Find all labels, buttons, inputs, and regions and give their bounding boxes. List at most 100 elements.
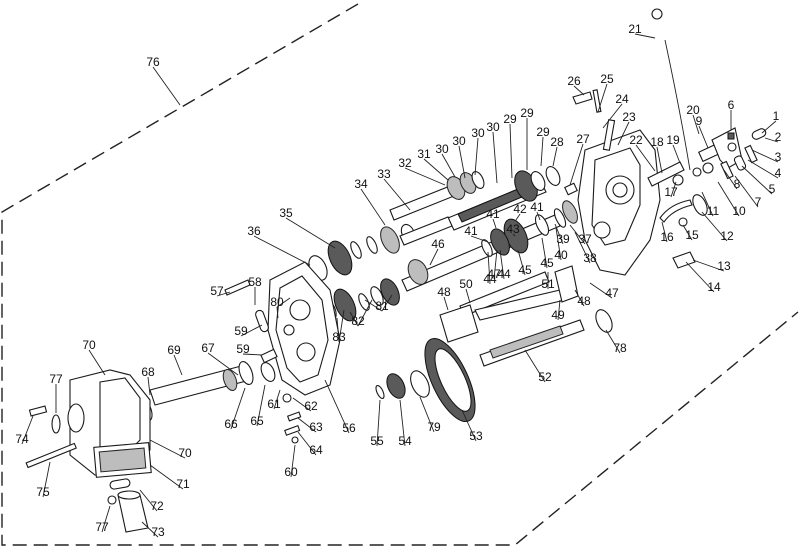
leader-line-76	[152, 66, 181, 106]
callout-41: 41	[486, 207, 500, 221]
callout-38: 38	[583, 251, 597, 265]
callout-23: 23	[622, 110, 636, 124]
leader-line-83	[336, 317, 340, 343]
leader-line-46	[429, 248, 439, 266]
callout-57: 57	[210, 284, 224, 298]
callout-34: 34	[354, 177, 368, 191]
leader-line-35	[285, 217, 336, 249]
leader-line-53	[461, 409, 477, 442]
leader-line-60	[290, 444, 296, 478]
leader-line-29	[540, 136, 544, 167]
callout-22: 22	[629, 133, 643, 147]
leader-line-66	[230, 387, 246, 430]
callout-64: 64	[309, 443, 323, 457]
leader-line-62	[292, 397, 312, 412]
leader-line-81	[364, 299, 383, 312]
callout-44: 44	[483, 272, 497, 286]
leader-line-78	[605, 329, 621, 354]
callout-51: 51	[541, 277, 555, 291]
callout-3: 3	[775, 150, 782, 164]
callout-50: 50	[459, 277, 473, 291]
leader-line-47	[589, 282, 613, 299]
callout-29: 29	[503, 112, 517, 126]
leader-line-extra-2	[381, 294, 393, 312]
callout-68: 68	[141, 365, 155, 379]
callout-53: 53	[469, 429, 483, 443]
leader-line-33	[383, 178, 411, 211]
callout-24: 24	[615, 92, 629, 106]
callout-74: 74	[15, 432, 29, 446]
right-side-small-parts	[564, 8, 767, 269]
leader-line-44	[499, 249, 505, 280]
callout-7: 7	[755, 195, 762, 209]
callout-10: 10	[732, 204, 746, 218]
leader-line-11	[701, 191, 714, 217]
leader-line-28	[552, 146, 558, 167]
leader-line-64	[297, 431, 317, 456]
callout-4: 4	[775, 166, 782, 180]
callout-70: 70	[178, 446, 192, 460]
callout-52: 52	[538, 370, 552, 384]
callout-47: 47	[605, 286, 619, 300]
leader-line-61	[273, 389, 281, 410]
leader-line-57	[216, 291, 231, 297]
callout-54: 54	[398, 434, 412, 448]
callout-41: 41	[530, 200, 544, 214]
leader-line-4	[747, 159, 779, 179]
callout-59: 59	[234, 324, 248, 338]
callout-14: 14	[707, 280, 721, 294]
callout-46: 46	[431, 237, 445, 251]
leader-line-5	[741, 165, 773, 195]
callout-83: 83	[332, 330, 346, 344]
leader-line-50	[465, 288, 471, 304]
callout-48: 48	[437, 285, 451, 299]
callout-2: 2	[775, 130, 782, 144]
callout-76: 76	[146, 55, 160, 69]
callout-19: 19	[666, 133, 680, 147]
leader-line-41	[492, 218, 497, 229]
callout-41: 41	[464, 224, 478, 238]
leader-line-45	[517, 249, 526, 276]
leader-line-24	[602, 103, 623, 129]
callout-47: 47	[487, 267, 501, 281]
callout-17: 17	[664, 185, 678, 199]
callout-30: 30	[452, 134, 466, 148]
callout-15: 15	[685, 228, 699, 242]
leader-line-30	[492, 131, 498, 184]
callout-62: 62	[304, 399, 318, 413]
leader-line-21	[634, 33, 656, 39]
leader-line-42	[515, 213, 521, 221]
lower-shaft-assembly	[375, 265, 613, 422]
callout-27: 27	[576, 132, 590, 146]
leader-line-30	[441, 153, 456, 178]
leader-line-20	[692, 114, 700, 135]
leader-line-34	[360, 188, 386, 226]
callout-43: 43	[506, 222, 520, 236]
callout-55: 55	[370, 434, 384, 448]
callout-80: 80	[270, 295, 284, 309]
callout-8: 8	[734, 177, 741, 191]
leader-line-16	[661, 221, 668, 243]
leader-line-73	[141, 521, 159, 538]
leader-line-25	[597, 83, 608, 113]
leader-line-36	[253, 235, 311, 266]
leader-line-44	[487, 251, 491, 285]
leader-line-79	[419, 396, 435, 433]
leader-lines	[21, 33, 779, 538]
leader-line-extra-0	[357, 299, 373, 327]
callout-33: 33	[377, 167, 391, 181]
callout-25: 25	[600, 72, 614, 86]
leader-line-48	[574, 289, 585, 307]
callout-1: 1	[773, 109, 780, 123]
callout-71: 71	[176, 477, 190, 491]
leader-line-10	[717, 181, 740, 217]
callout-75: 75	[36, 485, 50, 499]
callout-58: 58	[248, 275, 262, 289]
callout-79: 79	[427, 420, 441, 434]
callout-32: 32	[398, 156, 412, 170]
callout-30: 30	[435, 142, 449, 156]
leader-line-59	[242, 353, 263, 356]
leader-line-71	[149, 464, 184, 490]
